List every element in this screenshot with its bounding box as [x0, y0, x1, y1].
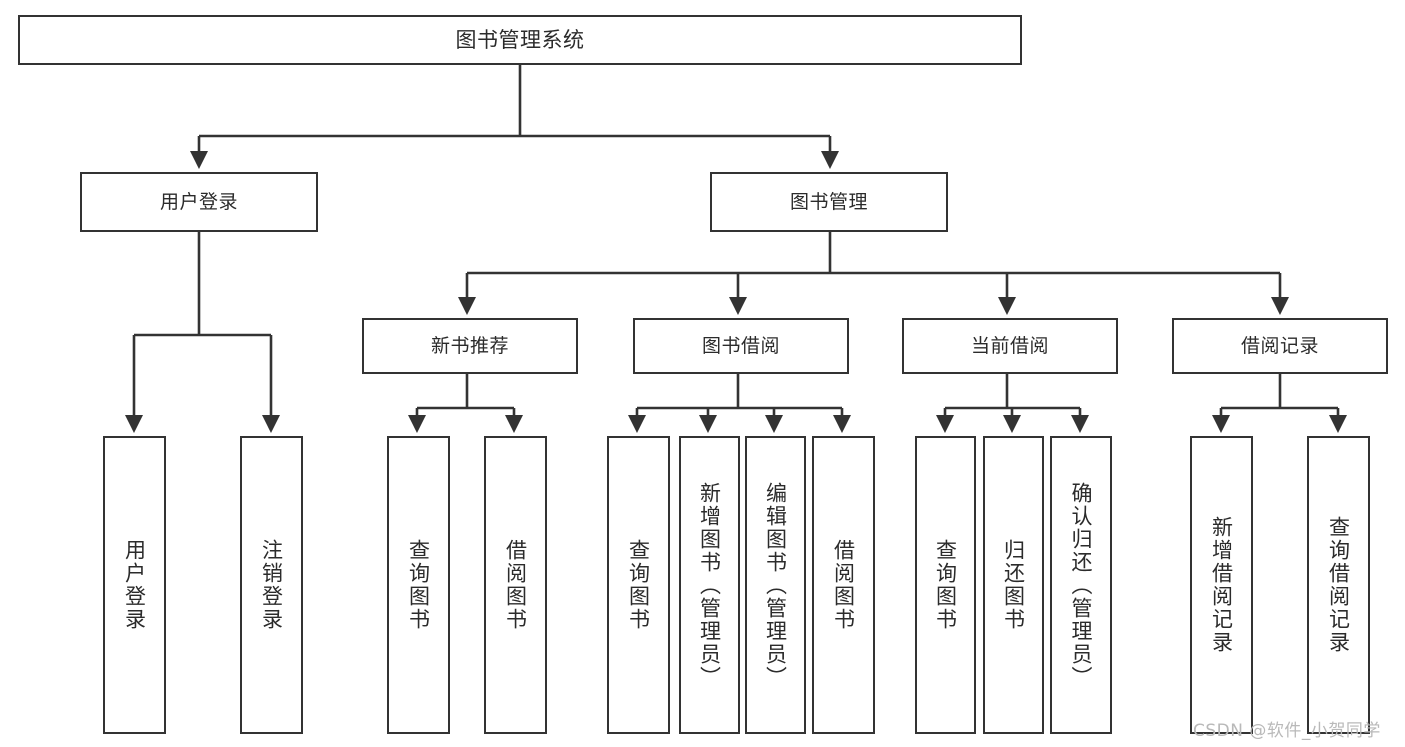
node-root-label: 图书管理系统 — [455, 27, 585, 52]
node-current-borrow-label: 当前借阅 — [970, 334, 1049, 357]
node-leaf-query-book-2-label: 查询图书 — [626, 539, 651, 631]
node-book-manage[interactable]: 图书管理 — [710, 172, 948, 232]
node-leaf-add-record-label: 新增借阅记录 — [1209, 516, 1234, 654]
node-leaf-edit-book[interactable]: 编辑图书（管理员） — [745, 436, 806, 734]
node-leaf-borrow-book-1-label: 借阅图书 — [503, 539, 528, 631]
node-leaf-query-book-1[interactable]: 查询图书 — [387, 436, 450, 734]
node-leaf-borrow-book-2-label: 借阅图书 — [831, 539, 856, 631]
node-user-login[interactable]: 用户登录 — [80, 172, 318, 232]
csdn-watermark: CSDN @软件_小贺同学 — [1193, 721, 1381, 741]
node-root[interactable]: 图书管理系统 — [18, 15, 1022, 65]
node-leaf-query-book-2[interactable]: 查询图书 — [607, 436, 670, 734]
node-leaf-add-book-label: 新增图书（管理员） — [697, 481, 722, 689]
node-current-borrow[interactable]: 当前借阅 — [902, 318, 1118, 374]
node-leaf-confirm-return[interactable]: 确认归还（管理员） — [1050, 436, 1112, 734]
node-new-book-recommend-label: 新书推荐 — [430, 334, 509, 357]
node-borrow-record[interactable]: 借阅记录 — [1172, 318, 1388, 374]
node-borrow-record-label: 借阅记录 — [1240, 334, 1319, 357]
node-leaf-user-logout[interactable]: 注销登录 — [240, 436, 303, 734]
node-leaf-confirm-return-label: 确认归还（管理员） — [1069, 481, 1094, 689]
node-leaf-return-book[interactable]: 归还图书 — [983, 436, 1044, 734]
node-leaf-query-book-3-label: 查询图书 — [933, 539, 958, 631]
node-leaf-add-book[interactable]: 新增图书（管理员） — [679, 436, 740, 734]
node-leaf-user-logout-label: 注销登录 — [259, 539, 284, 631]
node-book-borrow[interactable]: 图书借阅 — [633, 318, 849, 374]
node-new-book-recommend[interactable]: 新书推荐 — [362, 318, 578, 374]
node-leaf-return-book-label: 归还图书 — [1001, 539, 1026, 631]
node-leaf-user-login[interactable]: 用户登录 — [103, 436, 166, 734]
node-leaf-user-login-label: 用户登录 — [122, 539, 147, 631]
node-leaf-query-book-3[interactable]: 查询图书 — [915, 436, 976, 734]
node-leaf-query-record-label: 查询借阅记录 — [1326, 516, 1351, 654]
node-leaf-borrow-book-1[interactable]: 借阅图书 — [484, 436, 547, 734]
node-book-manage-label: 图书管理 — [789, 190, 868, 213]
node-leaf-query-book-1-label: 查询图书 — [406, 539, 431, 631]
node-leaf-edit-book-label: 编辑图书（管理员） — [763, 481, 788, 689]
node-leaf-query-record[interactable]: 查询借阅记录 — [1307, 436, 1370, 734]
node-book-borrow-label: 图书借阅 — [701, 334, 780, 357]
node-leaf-borrow-book-2[interactable]: 借阅图书 — [812, 436, 875, 734]
node-leaf-add-record[interactable]: 新增借阅记录 — [1190, 436, 1253, 734]
node-user-login-label: 用户登录 — [159, 190, 238, 213]
